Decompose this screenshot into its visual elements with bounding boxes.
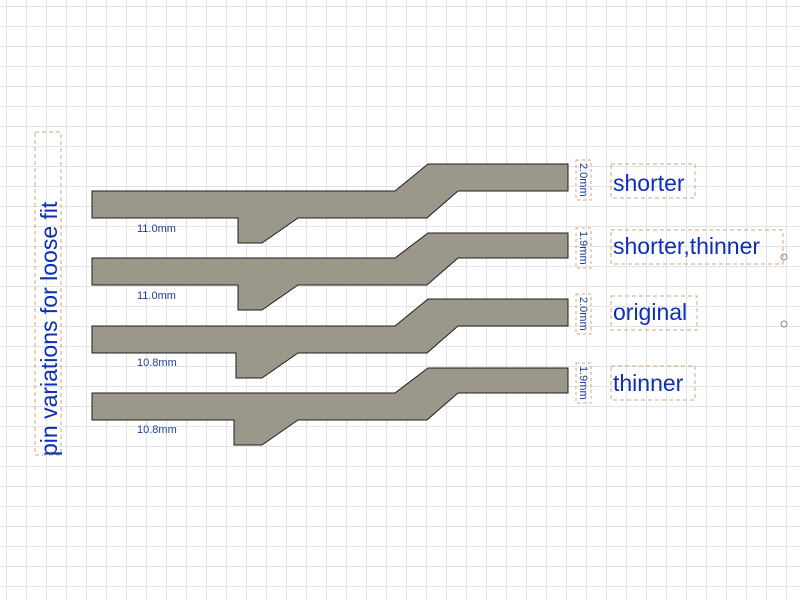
width-dimensions: 2.0mm 1.9mm 2.0mm 1.9mm	[575, 159, 592, 404]
variation-label[interactable]: shorter,thinner	[613, 233, 760, 259]
pin-shape-shorter[interactable]	[91, 163, 569, 244]
variation-label-box	[610, 295, 698, 331]
variation-label-box	[610, 163, 696, 199]
variation-label-box	[610, 365, 696, 401]
width-dimension-box	[575, 159, 592, 201]
length-dimension: 11.0mm	[137, 290, 176, 302]
variation-label[interactable]: thinner	[613, 370, 684, 396]
pin-shape-shorter-thinner[interactable]	[91, 232, 569, 311]
width-dimension: 1.9mm	[577, 366, 589, 400]
width-dimension: 2.0mm	[577, 163, 589, 197]
width-dimension-box	[575, 293, 592, 335]
handle-icon[interactable]	[780, 320, 788, 328]
pin-shapes	[91, 163, 569, 446]
width-dimension: 1.9mm	[577, 231, 589, 265]
width-dimension-box	[575, 227, 592, 269]
variation-label[interactable]: original	[613, 299, 687, 325]
width-dimension: 2.0mm	[577, 297, 589, 331]
variation-label[interactable]: shorter	[613, 170, 685, 196]
length-dimensions: 11.0mm 11.0mm 10.8mm 10.8mm	[137, 223, 177, 436]
variation-label-box	[610, 229, 784, 265]
length-dimension: 11.0mm	[137, 223, 176, 235]
handle-icon[interactable]	[780, 253, 788, 261]
length-dimension: 10.8mm	[137, 424, 177, 436]
length-dimension: 10.8mm	[137, 357, 177, 369]
pin-shape-original[interactable]	[91, 298, 569, 379]
width-dimension-box	[575, 362, 592, 404]
pin-shape-thinner[interactable]	[91, 367, 569, 446]
variation-labels: shorter shorter,thinner original thinner	[610, 163, 788, 401]
diagram-title: pin variations for loose fit	[36, 201, 62, 456]
